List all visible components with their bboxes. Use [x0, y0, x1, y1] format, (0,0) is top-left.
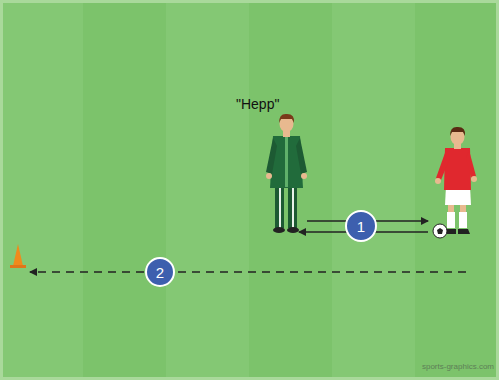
- player-figure: [435, 127, 477, 234]
- run-arrow: [30, 272, 466, 273]
- coach-figure: [266, 114, 307, 233]
- cone: [10, 244, 26, 268]
- callout-number: 1: [345, 210, 377, 242]
- watermark: sports-graphics.com: [422, 362, 494, 371]
- coach-call: "Hepp": [236, 96, 279, 112]
- soccer-ball: [433, 224, 447, 238]
- callout-text: 1: [357, 218, 365, 235]
- callout-text: 2: [156, 264, 164, 281]
- callout-number: 2: [145, 257, 175, 287]
